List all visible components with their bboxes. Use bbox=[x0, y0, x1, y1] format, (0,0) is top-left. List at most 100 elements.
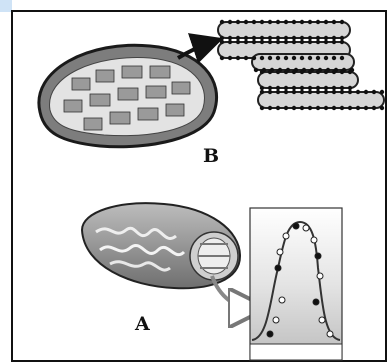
protein-complex-dot bbox=[273, 317, 279, 323]
protein-complex-dot bbox=[315, 253, 321, 259]
membrane-protein-dot bbox=[228, 56, 232, 60]
membrane-protein-dot bbox=[340, 90, 344, 94]
membrane-protein-dot bbox=[324, 40, 328, 44]
membrane-protein-dot bbox=[292, 20, 296, 24]
membrane-protein-dot bbox=[244, 36, 248, 40]
protein-complex-dot bbox=[279, 297, 285, 303]
membrane-protein-dot bbox=[300, 20, 304, 24]
membrane-protein-dot bbox=[284, 70, 288, 74]
membrane-protein-dot bbox=[292, 90, 296, 94]
membrane-protein-dot bbox=[340, 106, 344, 110]
membrane-protein-dot bbox=[380, 106, 384, 110]
membrane-protein-dot bbox=[316, 56, 320, 60]
membrane-protein-dot bbox=[292, 86, 296, 90]
membrane-protein-dot bbox=[236, 36, 240, 40]
membrane-protein-dot bbox=[228, 40, 232, 44]
membrane-protein-dot bbox=[252, 20, 256, 24]
membrane-protein-dot bbox=[268, 56, 272, 60]
membrane-protein-dot bbox=[316, 106, 320, 110]
membrane-protein-dot bbox=[260, 56, 264, 60]
membrane-protein-dot bbox=[268, 90, 272, 94]
membrane-protein-dot bbox=[276, 20, 280, 24]
membrane-protein-dot bbox=[340, 70, 344, 74]
label-b: B bbox=[203, 147, 219, 166]
membrane-protein-dot bbox=[332, 90, 336, 94]
membrane-protein-dot bbox=[260, 86, 264, 90]
membrane-protein-dot bbox=[300, 40, 304, 44]
membrane-protein-dot bbox=[348, 86, 352, 90]
membrane-protein-dot bbox=[284, 90, 288, 94]
membrane-protein-dot bbox=[268, 106, 272, 110]
crista-zoom-panel bbox=[250, 208, 342, 360]
membrane-protein-dot bbox=[268, 86, 272, 90]
membrane-protein-dot bbox=[284, 20, 288, 24]
membrane-protein-dot bbox=[356, 90, 360, 94]
membrane-protein-dot bbox=[252, 56, 256, 60]
protein-complex-dot bbox=[303, 225, 309, 231]
membrane-protein-dot bbox=[292, 40, 296, 44]
membrane-protein-dot bbox=[244, 40, 248, 44]
protein-complex-dot bbox=[267, 331, 273, 337]
membrane-protein-dot bbox=[254, 68, 258, 72]
membrane-protein-dot bbox=[276, 106, 280, 110]
chloroplast bbox=[39, 42, 217, 147]
membrane-protein-dot bbox=[300, 56, 304, 60]
membrane-protein-dot bbox=[220, 40, 224, 44]
membrane-protein-dot bbox=[268, 36, 272, 40]
membrane-protein-dot bbox=[324, 36, 328, 40]
protein-complex-dot bbox=[277, 249, 283, 255]
membrane-protein-dot bbox=[260, 20, 264, 24]
protein-complex-dot bbox=[275, 265, 281, 271]
membrane-protein-dot bbox=[316, 20, 320, 24]
membrane-protein-dot bbox=[316, 86, 320, 90]
membrane-protein-dot bbox=[260, 90, 264, 94]
membrane-protein-dot bbox=[236, 20, 240, 24]
membrane-protein-dot bbox=[276, 56, 280, 60]
membrane-protein-dot bbox=[316, 90, 320, 94]
protein-complex-dot bbox=[311, 237, 317, 243]
membrane-protein-dot bbox=[268, 70, 272, 74]
membrane-protein-dot bbox=[332, 56, 336, 60]
membrane-protein-dot bbox=[308, 56, 312, 60]
membrane-protein-dot bbox=[332, 106, 336, 110]
membrane-protein-dot bbox=[252, 36, 256, 40]
membrane-protein-dot bbox=[292, 36, 296, 40]
membrane-protein-dot bbox=[220, 20, 224, 24]
membrane-protein-dot bbox=[332, 70, 336, 74]
membrane-protein-dot bbox=[300, 106, 304, 110]
membrane-protein-dot bbox=[228, 20, 232, 24]
membrane-protein-dot bbox=[292, 56, 296, 60]
protein-complex-dot bbox=[327, 331, 333, 337]
membrane-protein-dot bbox=[332, 40, 336, 44]
membrane-protein-dot bbox=[276, 70, 280, 74]
membrane-protein-dot bbox=[380, 90, 384, 94]
membrane-protein-dot bbox=[268, 40, 272, 44]
protein-complex-dot bbox=[313, 299, 319, 305]
membrane-protein-dot bbox=[300, 90, 304, 94]
membrane-protein-dot bbox=[340, 56, 344, 60]
membrane-protein-dot bbox=[220, 56, 224, 60]
membrane-protein-dot bbox=[316, 40, 320, 44]
membrane-protein-dot bbox=[308, 20, 312, 24]
mitochondrion bbox=[82, 203, 252, 308]
membrane-protein-dot bbox=[308, 40, 312, 44]
membrane-protein-dot bbox=[260, 106, 264, 110]
thylakoid-membrane-detail bbox=[218, 20, 384, 110]
membrane-protein-dot bbox=[332, 20, 336, 24]
membrane-protein-dot bbox=[324, 86, 328, 90]
membrane-protein-dot bbox=[260, 40, 264, 44]
membrane-protein-dot bbox=[372, 106, 376, 110]
membrane-protein-dot bbox=[292, 70, 296, 74]
membrane-protein-dot bbox=[284, 36, 288, 40]
membrane-protein-dot bbox=[284, 86, 288, 90]
membrane-protein-dot bbox=[300, 36, 304, 40]
membrane-protein-dot bbox=[308, 70, 312, 74]
connector-arrow bbox=[178, 42, 212, 58]
membrane-protein-dot bbox=[244, 20, 248, 24]
membrane-protein-dot bbox=[308, 106, 312, 110]
membrane-protein-dot bbox=[364, 106, 368, 110]
membrane-protein-dot bbox=[340, 36, 344, 40]
membrane-protein-dot bbox=[276, 40, 280, 44]
membrane-protein-dot bbox=[332, 86, 336, 90]
membrane-protein-dot bbox=[284, 56, 288, 60]
